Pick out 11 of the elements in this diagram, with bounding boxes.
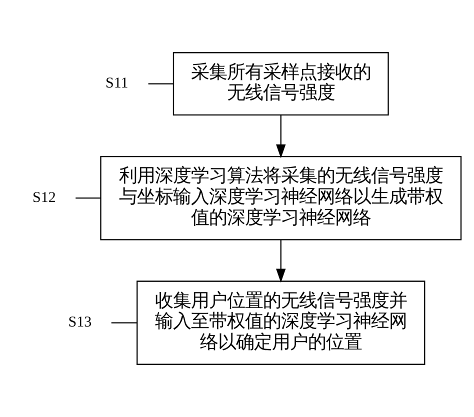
connector [148, 83, 174, 84]
node-text: S12 [32, 190, 56, 206]
node-box: 采集所有采样点接收的无线信号强度 [172, 52, 389, 116]
node-text: S11 [106, 76, 128, 92]
arrow [276, 240, 286, 283]
node-text: S13 [68, 314, 92, 331]
node-box: 收集用户位置的无线信号强度并输入至带权值的深度学习神经网络以确定用户的位置 [136, 280, 426, 365]
arrow [276, 115, 286, 158]
connector [111, 322, 137, 324]
node-box: 利用深度学习算法将采集的无线信号强度与坐标输入深度学习神经网络以生成带权值的深度学习神经网络 [100, 156, 462, 240]
connector [76, 198, 100, 199]
